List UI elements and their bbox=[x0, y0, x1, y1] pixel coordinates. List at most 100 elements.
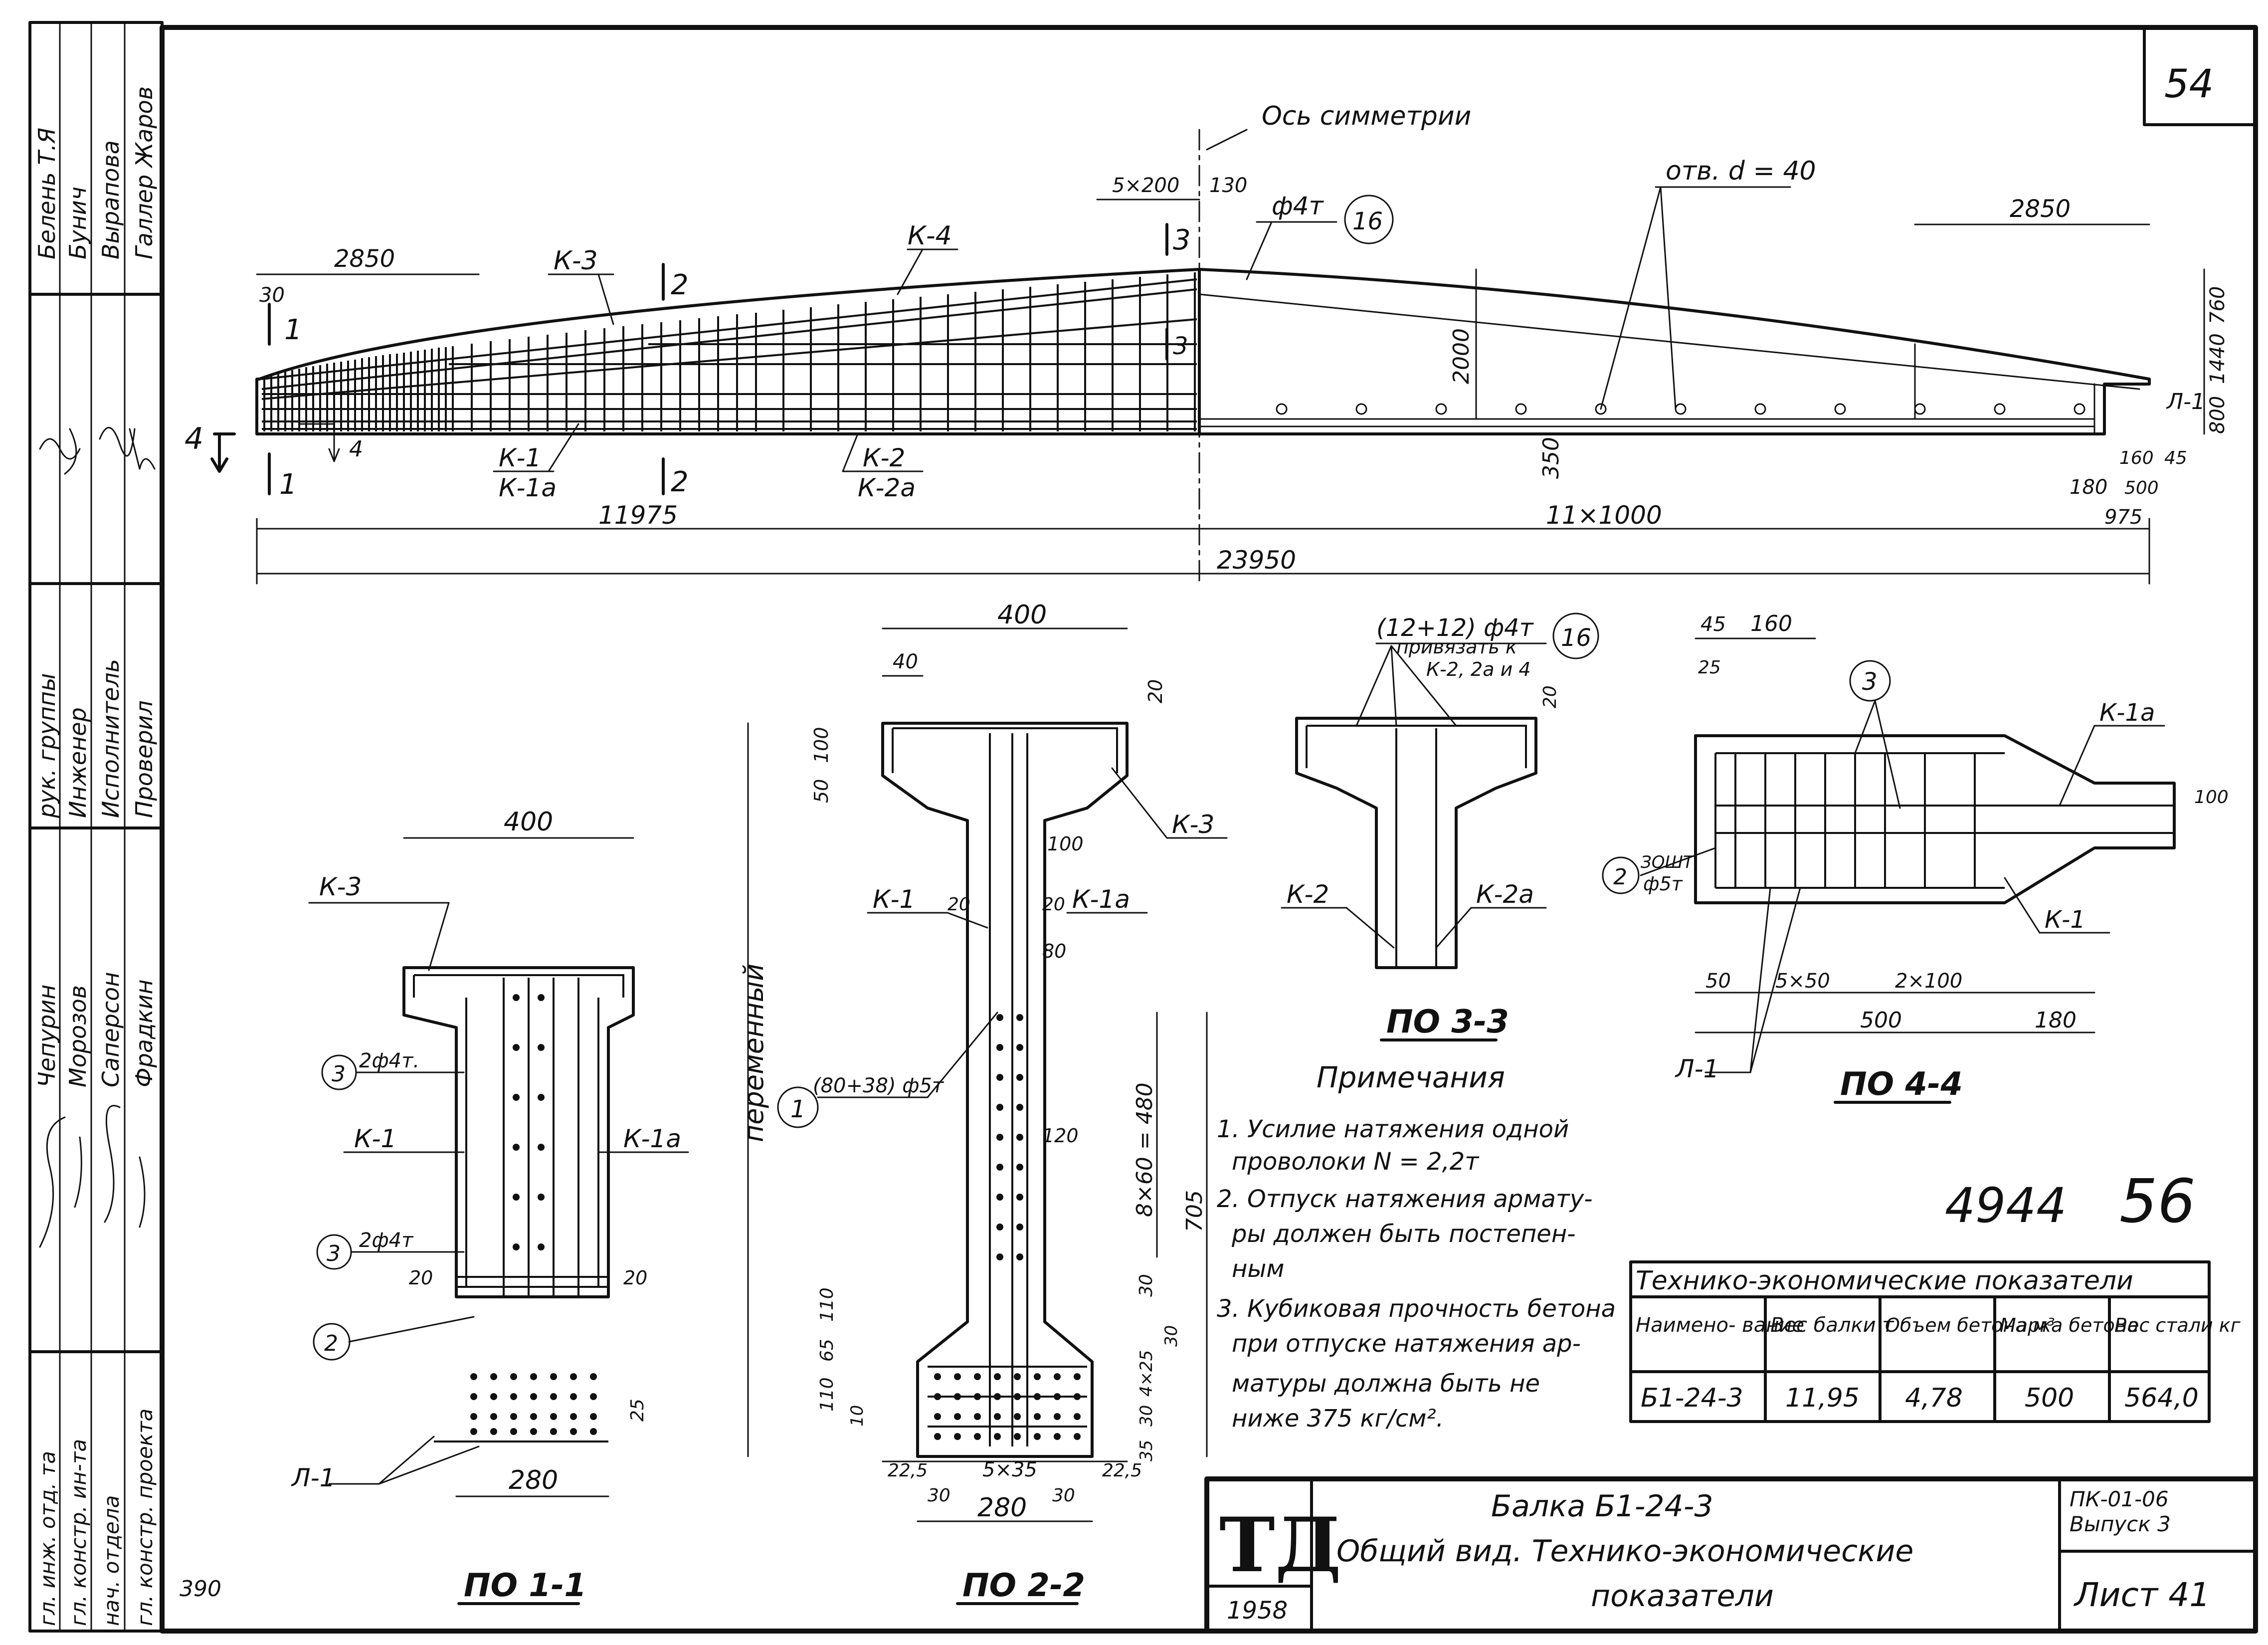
rebar-dot bbox=[513, 1094, 520, 1101]
rebar-dot bbox=[530, 1373, 537, 1380]
mark-16-elevation: 16 bbox=[1352, 207, 1383, 235]
rebar-dot bbox=[934, 1373, 941, 1380]
page-note: 390 bbox=[180, 1576, 221, 1602]
rebar-dot bbox=[974, 1433, 981, 1440]
rebar-dot bbox=[530, 1393, 537, 1400]
rebar-dot bbox=[590, 1393, 597, 1400]
s11-title: ПО 1-1 bbox=[464, 1567, 586, 1604]
rebar-dot bbox=[996, 1074, 1003, 1081]
stamp-bottom-2: гл. констр. ин-та bbox=[66, 1439, 91, 1626]
s11-bars-top: 2ф4т. bbox=[359, 1049, 419, 1072]
rebar-dot bbox=[954, 1393, 961, 1400]
holes-label: отв. d = 40 bbox=[1666, 156, 1816, 186]
stamp-role-2: Бунич bbox=[64, 187, 91, 259]
title-line-3: показатели bbox=[1591, 1579, 1774, 1614]
dim-11975: 11975 bbox=[598, 501, 678, 530]
rebar-dot bbox=[994, 1373, 1001, 1380]
dim-30: 30 bbox=[259, 284, 285, 307]
rebar-dot bbox=[510, 1413, 517, 1420]
s11-width-top: 400 bbox=[504, 807, 553, 837]
reinforcement-cage bbox=[261, 272, 1197, 431]
rebar-dot bbox=[974, 1393, 981, 1400]
holes-row bbox=[1276, 403, 2085, 415]
stamp-role-1: Белень Т.Я bbox=[33, 128, 60, 259]
s33-k2a: К-2а bbox=[1476, 880, 1534, 909]
rebar-dot bbox=[590, 1413, 597, 1420]
rebar-dot bbox=[994, 1433, 1001, 1440]
s22-k1: К-1 bbox=[873, 885, 915, 914]
dim-5x200: 5×200 bbox=[1112, 174, 1179, 197]
s11-d20-left: 20 bbox=[409, 1267, 433, 1289]
s22-d10: 10 bbox=[847, 1405, 867, 1427]
hole bbox=[1276, 403, 1288, 415]
section-2-2: 400 40 280 переменный 20 100 50 100 80 1… bbox=[738, 600, 1228, 1605]
s11-k1a: К-1а bbox=[623, 1124, 681, 1153]
rebar-dot bbox=[1016, 1253, 1023, 1260]
s22-d120: 120 bbox=[1042, 1125, 1079, 1147]
series-1: ПК-01-06 bbox=[2070, 1487, 2169, 1511]
cell-name: Б1-24-3 bbox=[1641, 1383, 1743, 1413]
inventory-number-2: 56 bbox=[2119, 1167, 2196, 1236]
note-line-9: ниже 375 кг/см². bbox=[1232, 1405, 1444, 1433]
cell-steel: 564,0 bbox=[2124, 1383, 2199, 1413]
rebar-dot bbox=[1016, 1014, 1023, 1021]
dim-975: 975 bbox=[2104, 506, 2142, 529]
stamp-name-3: Саперсон bbox=[97, 972, 124, 1087]
s44-k1a: К-1а bbox=[2099, 699, 2155, 727]
section-marks: 1 1 2 2 3 3 4 4 bbox=[185, 223, 1191, 501]
rebar-dot bbox=[934, 1413, 941, 1420]
stamp-name-4: Фрадкин bbox=[131, 979, 158, 1087]
rebar-dot bbox=[954, 1413, 961, 1420]
dim-23950: 23950 bbox=[1217, 546, 1296, 575]
dim-2000: 2000 bbox=[1449, 328, 1474, 384]
rebar-dot bbox=[974, 1373, 981, 1380]
s33-k2: К-2 bbox=[1287, 880, 1329, 909]
rebar-dot bbox=[954, 1373, 961, 1380]
rebar-dot bbox=[513, 1243, 520, 1250]
hole bbox=[1754, 403, 1766, 415]
dim-130: 130 bbox=[1209, 174, 1247, 197]
section-1-1: 400 280 К-3 К-1 К-1а 3 2ф4т. 3 2ф4т 2 20… bbox=[291, 807, 689, 1605]
note-line-3: 2. Отпуск натяжения армату- bbox=[1217, 1185, 1593, 1213]
s22-d20-left: 20 bbox=[947, 894, 970, 915]
s22-k3: К-3 bbox=[1172, 810, 1214, 839]
rebar-dot bbox=[974, 1413, 981, 1420]
s22-d22-5-left: 22,5 bbox=[888, 1460, 928, 1481]
symmetry-axis-label: Ось симметрии bbox=[1262, 101, 1471, 131]
s22-width-bottom: 280 bbox=[977, 1493, 1027, 1523]
rebar-dot bbox=[538, 1194, 545, 1201]
s22-d100-web: 100 bbox=[1047, 833, 1084, 855]
s22-variable: переменный bbox=[738, 964, 769, 1142]
cell-grade: 500 bbox=[2025, 1383, 2074, 1413]
s44-d5x50: 5×50 bbox=[1775, 970, 1830, 993]
s22-bars: (80+38) ф5т bbox=[813, 1074, 945, 1097]
rebar-dot bbox=[510, 1393, 517, 1400]
s22-d705: 705 bbox=[1182, 1190, 1207, 1232]
s44-d2x100: 2×100 bbox=[1895, 970, 1962, 993]
indicators-title: Технико-экономические показатели bbox=[1636, 1266, 2133, 1296]
rebar-dot bbox=[996, 1224, 1003, 1231]
title-line-2: Общий вид. Технико-экономические bbox=[1336, 1534, 1913, 1569]
hole bbox=[1834, 403, 1846, 415]
stamp-role-3: Вырапова bbox=[97, 140, 124, 259]
rebar-dot bbox=[538, 994, 545, 1001]
label-k4: К-4 bbox=[908, 221, 952, 251]
cell-weight: 11,95 bbox=[1785, 1383, 1860, 1413]
cut-3-bottom: 3 bbox=[1173, 332, 1188, 360]
rebar-dot bbox=[1074, 1393, 1081, 1400]
section-4-4: 45 160 25 50 5×50 2×100 500 180 100 3 2 … bbox=[1602, 611, 2229, 1104]
s44-d180: 180 bbox=[2035, 1008, 2077, 1033]
s22-d20-right: 20 bbox=[1042, 894, 1065, 915]
dim-1440: 1440 bbox=[2206, 333, 2229, 384]
s33-bars: (12+12) ф4т bbox=[1376, 614, 1534, 642]
rebar-dot bbox=[1014, 1373, 1021, 1380]
s11-mark-3b: 3 bbox=[327, 1241, 341, 1266]
beam-elevation: 1 1 2 2 3 3 4 4 Ось симметрии К-3 К-4 К-… bbox=[185, 101, 2229, 585]
rebar-dot bbox=[996, 1044, 1003, 1051]
s22-d4x25: 4×25 bbox=[1136, 1350, 1156, 1397]
hole bbox=[1675, 403, 1687, 415]
dim-2850-right: 2850 bbox=[2010, 195, 2071, 223]
s22-d30-e: 30 bbox=[1052, 1485, 1075, 1506]
rebar-dot bbox=[513, 994, 520, 1001]
